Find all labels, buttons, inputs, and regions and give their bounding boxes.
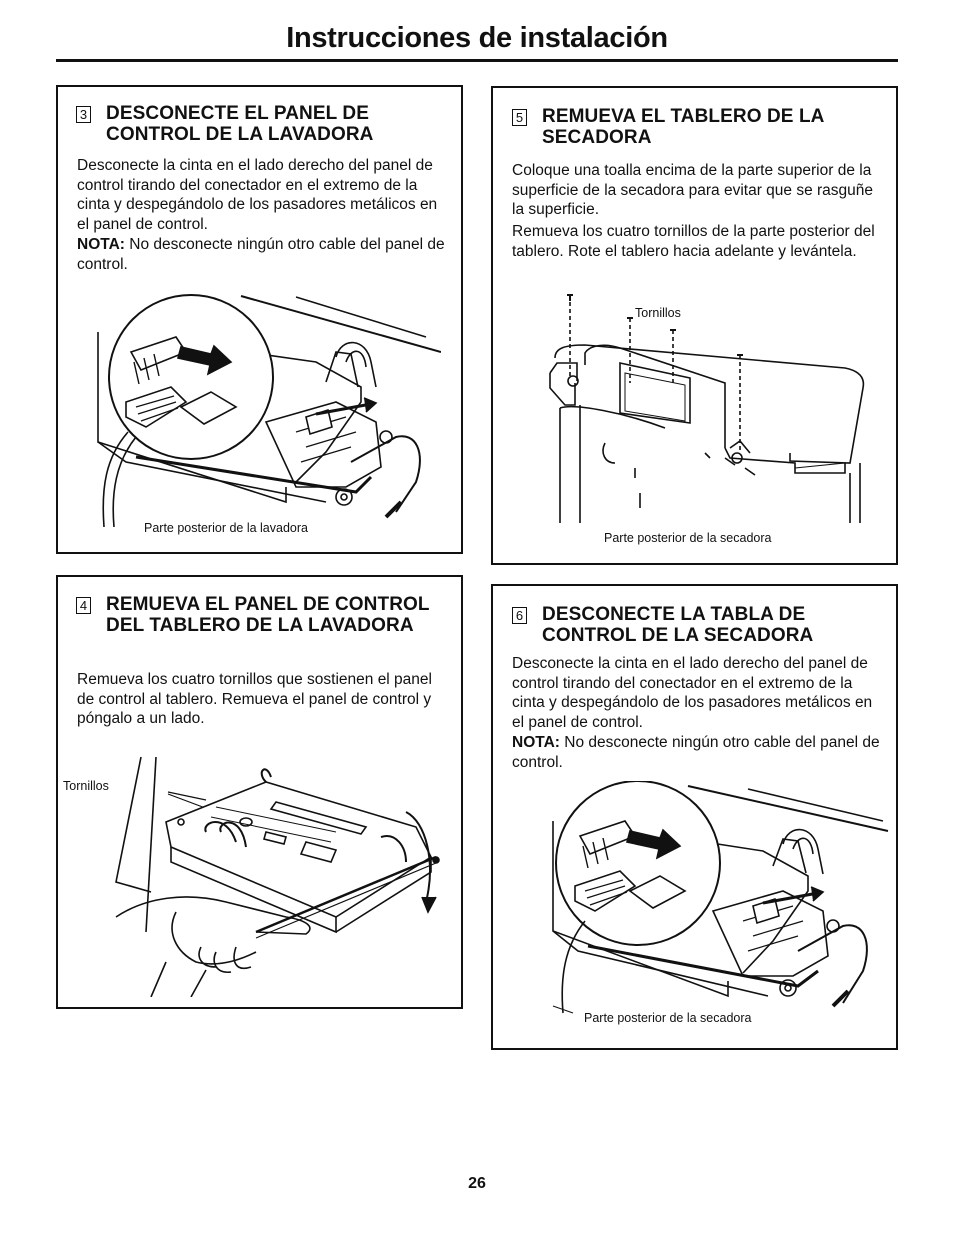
washer-panel-illustration bbox=[97, 294, 441, 527]
step-number: 4 bbox=[76, 597, 91, 614]
step-body: Remueva los cuatro tornillos que sostien… bbox=[77, 671, 432, 727]
step-title: DESCONECTE LA TABLA DE CONTROL DE LA SEC… bbox=[542, 604, 814, 646]
step-note: NOTA: No desconecte ningún otro cable de… bbox=[512, 733, 886, 772]
step-4-box: 4 REMUEVA EL PANEL DE CONTROL DEL TABLER… bbox=[56, 575, 463, 1009]
step-title: REMUEVA EL PANEL DE CONTROL DEL TABLERO … bbox=[106, 594, 430, 636]
step-number: 3 bbox=[76, 106, 91, 123]
step-number: 5 bbox=[512, 109, 527, 126]
note-text: No desconecte ningún otro cable del pane… bbox=[512, 734, 880, 771]
illustration-caption: Parte posterior de la secadora bbox=[584, 1011, 752, 1025]
screws-label: Tornillos bbox=[63, 779, 109, 793]
page-number: 26 bbox=[468, 1175, 486, 1192]
step-number: 6 bbox=[512, 607, 527, 624]
note-label: NOTA: bbox=[77, 236, 125, 253]
step-title: DESCONECTE EL PANEL DE CONTROL DE LA LAV… bbox=[106, 103, 374, 145]
remove-control-panel-illustration bbox=[115, 756, 440, 997]
note-text: No desconecte ningún otro cable del pane… bbox=[77, 236, 445, 273]
step-5-box: 5 REMUEVA EL TABLERO DE LA SECADORA Colo… bbox=[491, 86, 898, 565]
step-note: NOTA: No desconecte ningún otro cable de… bbox=[77, 235, 449, 274]
dryer-panel-illustration bbox=[552, 781, 889, 1014]
step-body: Coloque una toalla encima de la parte su… bbox=[512, 162, 874, 218]
dryer-backsplash-illustration bbox=[549, 294, 865, 523]
step-6-box: 6 DESCONECTE LA TABLA DE CONTROL DE LA S… bbox=[491, 584, 898, 1050]
step-3-box: 3 DESCONECTE EL PANEL DE CONTROL DE LA L… bbox=[56, 85, 463, 554]
illustration-caption: Parte posterior de la lavadora bbox=[144, 521, 308, 535]
page-title: Instrucciones de instalación bbox=[286, 22, 668, 54]
screws-label: Tornillos bbox=[635, 306, 681, 320]
illustration-caption: Parte posterior de la secadora bbox=[604, 531, 772, 545]
step-body: Desconecte la cinta en el lado derecho d… bbox=[512, 655, 873, 731]
step-body-2: Remueva los cuatro tornillos de la parte… bbox=[512, 223, 875, 260]
note-label: NOTA: bbox=[512, 734, 560, 751]
step-body: Desconecte la cinta en el lado derecho d… bbox=[77, 157, 438, 233]
title-divider bbox=[56, 59, 898, 62]
step-title: REMUEVA EL TABLERO DE LA SECADORA bbox=[542, 106, 824, 148]
